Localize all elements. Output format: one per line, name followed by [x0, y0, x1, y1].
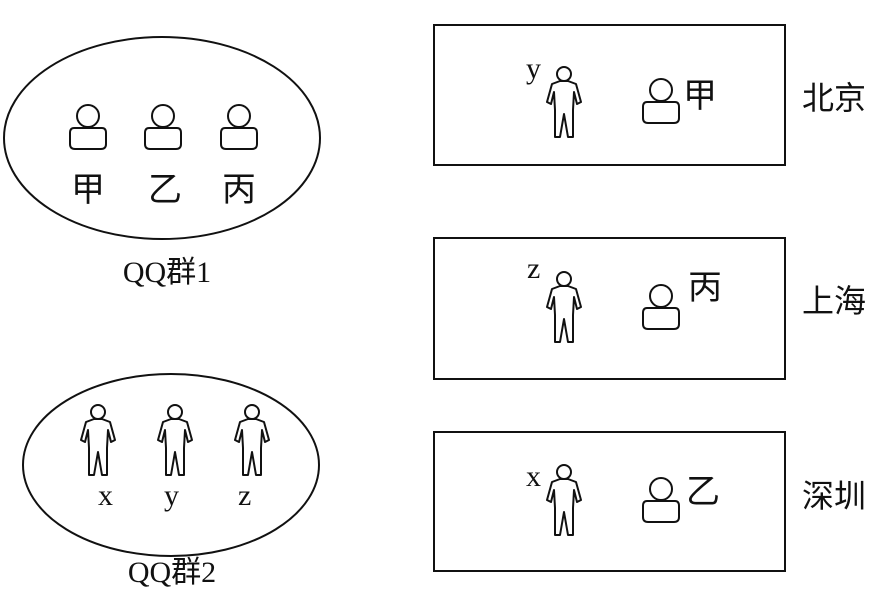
city-name-shenzhen: 深圳 — [802, 478, 867, 514]
group-1-ellipse — [3, 36, 321, 240]
group-2-member-1: x — [98, 479, 113, 512]
group-1-caption: QQ群1 — [122, 256, 212, 289]
city-box-shanghai — [433, 237, 786, 380]
group-1-member-1: 甲 — [71, 172, 105, 209]
shanghai-person-label: z — [527, 252, 541, 285]
avatar-jia-icon — [69, 104, 107, 150]
group-1-member-2: 乙 — [148, 172, 182, 209]
city-name-shanghai: 上海 — [802, 283, 867, 319]
group-2-caption: QQ群2 — [127, 556, 217, 589]
avatar-shenzhen-icon — [642, 477, 680, 523]
group-2-member-3: z — [238, 479, 252, 512]
beijing-contact-label: 甲 — [683, 78, 717, 115]
group-2-ellipse — [22, 373, 320, 557]
city-box-beijing — [433, 24, 786, 166]
figure-z-icon — [234, 404, 270, 476]
group-1-member-3: 丙 — [222, 172, 256, 209]
shenzhen-person-label: x — [526, 460, 541, 493]
shanghai-contact-label: 丙 — [688, 270, 722, 307]
beijing-person-label: y — [526, 52, 541, 85]
avatar-beijing-icon — [642, 78, 680, 124]
group-2-member-2: y — [164, 479, 179, 512]
city-name-beijing: 北京 — [802, 80, 867, 116]
avatar-yi-icon — [144, 104, 182, 150]
city-box-shenzhen — [433, 431, 786, 572]
avatar-shanghai-icon — [642, 284, 680, 330]
figure-y-icon — [157, 404, 193, 476]
figure-shenzhen-icon — [546, 464, 582, 536]
avatar-bing-icon — [220, 104, 258, 150]
figure-shanghai-icon — [546, 271, 582, 343]
figure-x-icon — [80, 404, 116, 476]
figure-beijing-icon — [546, 66, 582, 138]
shenzhen-contact-label: 乙 — [686, 474, 720, 511]
